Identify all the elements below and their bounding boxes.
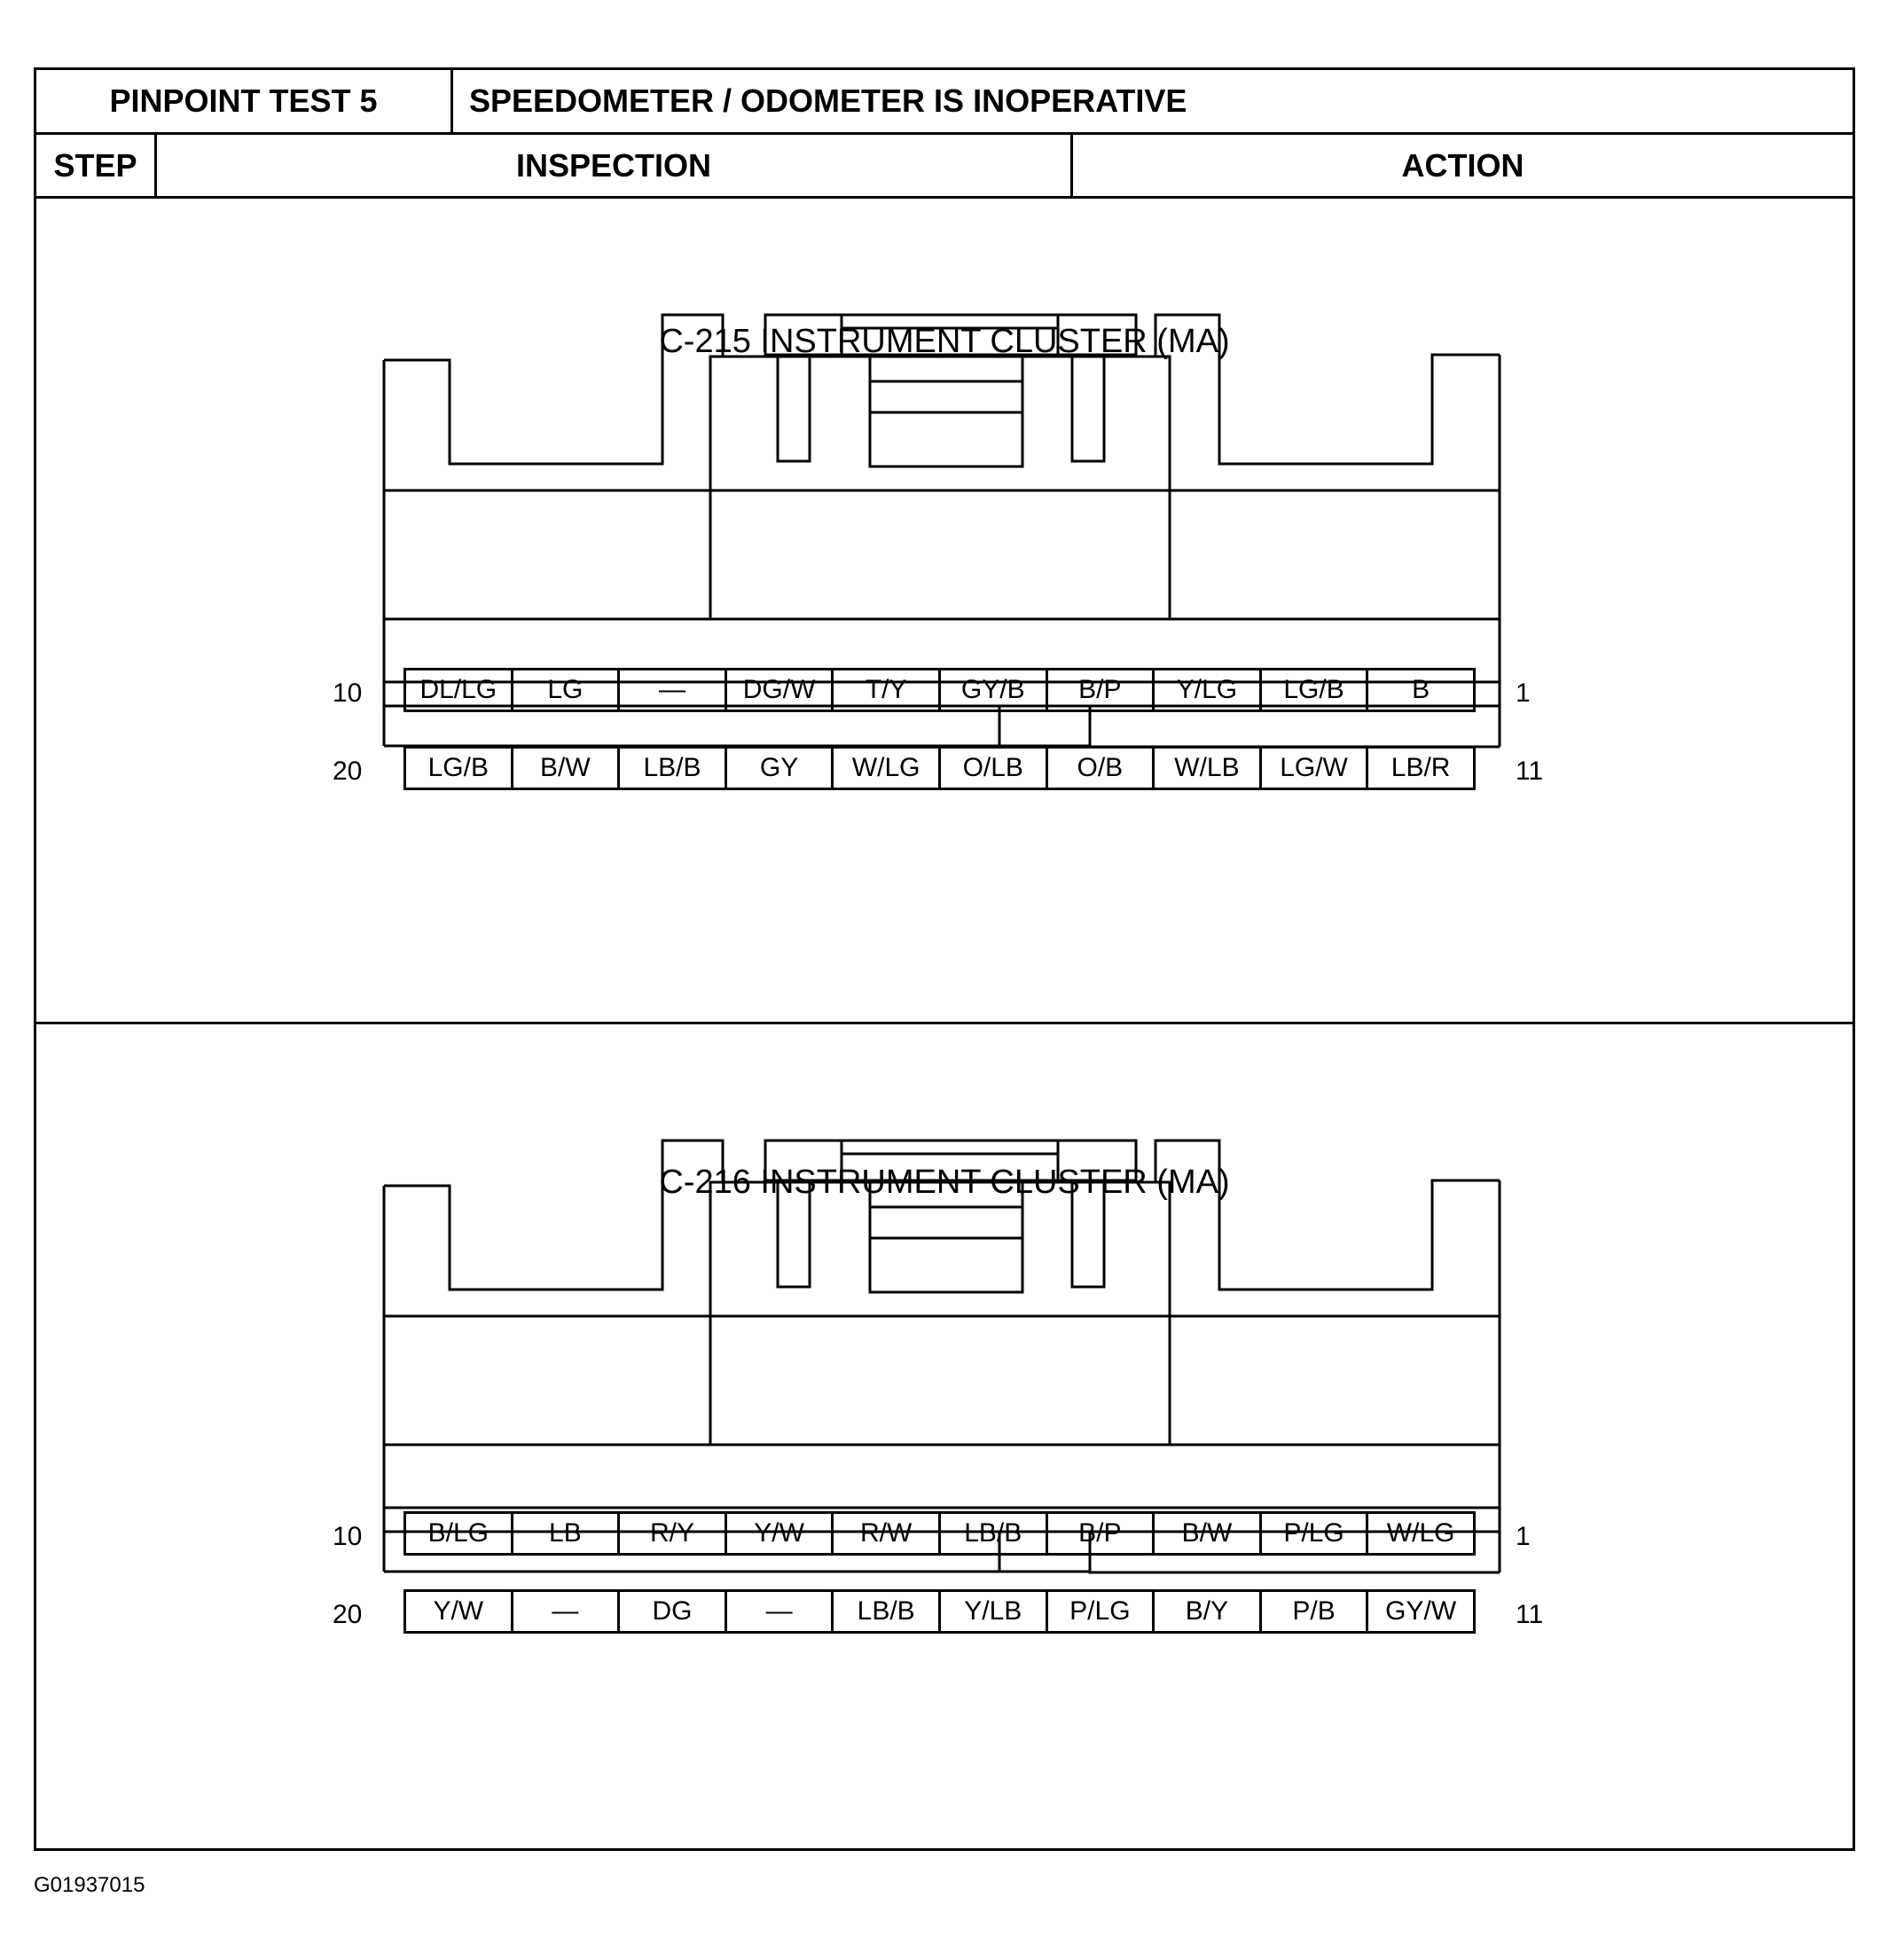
pin-cell: DL/LG <box>406 670 513 710</box>
pin-cell: R/Y <box>620 1514 727 1553</box>
housing-stroke <box>1058 353 1136 463</box>
housing-stroke <box>384 313 725 466</box>
housing-stroke <box>1058 1179 1136 1289</box>
pin-number-1: 1 <box>1516 678 1531 708</box>
housing-stroke <box>1128 355 1501 621</box>
pin-cell: Y/W <box>406 1592 513 1631</box>
pin-cell: T/Y <box>834 670 941 710</box>
pinpoint-test-table: PINPOINT TEST 5 SPEEDOMETER / ODOMETER I… <box>34 67 1855 1851</box>
pin-cell: — <box>727 1592 834 1631</box>
pin-cell: DG/W <box>727 670 834 710</box>
pin-cell: GY/W <box>1385 1596 1457 1626</box>
pin-cell: B <box>1412 675 1430 704</box>
housing-stroke <box>840 1139 1060 1184</box>
pin-cell: LB/B <box>834 1592 941 1631</box>
pin-row-upper: B/LG LB R/Y Y/W R/W LB/B B/P B/W P/LG W/… <box>403 1511 1476 1556</box>
pin-cell: W/LG <box>834 749 941 788</box>
pin-number-11: 11 <box>1516 757 1544 786</box>
pin-cell: GY/B <box>941 670 1048 710</box>
column-action: ACTION <box>1401 146 1524 184</box>
figure-id: G01937015 <box>34 1873 145 1897</box>
housing-stroke <box>1154 313 1500 466</box>
housing-stroke <box>840 313 1060 358</box>
pin-cell: B/P <box>1048 670 1156 710</box>
pin-cell: LG/B <box>406 749 513 788</box>
pin-cell: P/B <box>1262 1592 1369 1631</box>
pin-cell: Y/W <box>727 1514 834 1553</box>
pin-number-1: 1 <box>1516 1522 1531 1551</box>
pin-cell: Y/LG <box>1155 670 1262 710</box>
pin-cell: LG <box>513 670 621 710</box>
pin-cell: R/W <box>834 1514 941 1553</box>
housing-stroke <box>1128 1180 1501 1446</box>
pin-cell: LB/R <box>1391 753 1451 782</box>
pin-cell: W/LB <box>1155 749 1262 788</box>
housing-stroke <box>709 355 1171 621</box>
section-divider <box>36 1022 1853 1024</box>
pin-cell: P/LG <box>1048 1592 1156 1631</box>
housing-stroke <box>765 1179 842 1289</box>
test-label: PINPOINT TEST 5 <box>36 70 453 132</box>
pin-number-10: 10 <box>333 1522 363 1551</box>
pin-cell: B/P <box>1048 1514 1156 1553</box>
pin-cell: P/LG <box>1262 1514 1369 1553</box>
connector-housing-drawing <box>382 313 1501 749</box>
pin-number-20: 20 <box>333 1600 363 1629</box>
pin-cell: LB/B <box>941 1514 1048 1553</box>
connector-c216: C-216 INSTRUMENT CLUSTER (MA) 10 B/LG LB… <box>36 1024 1853 1848</box>
pin-number-10: 10 <box>333 678 363 708</box>
pin-cell: B/W <box>513 749 621 788</box>
pin-number-20: 20 <box>333 757 363 786</box>
pin-cell: B/LG <box>406 1514 513 1553</box>
pin-cell: O/LB <box>941 749 1048 788</box>
pin-cell: O/B <box>1048 749 1156 788</box>
housing-stroke <box>382 489 1501 684</box>
title-row: PINPOINT TEST 5 SPEEDOMETER / ODOMETER I… <box>36 70 1853 135</box>
pin-cell: B/W <box>1155 1514 1262 1553</box>
column-inspection: INSPECTION <box>157 135 1073 196</box>
test-title: SPEEDOMETER / ODOMETER IS INOPERATIVE <box>469 82 1187 119</box>
pin-cell: GY <box>727 749 834 788</box>
pin-cell: DG <box>620 1592 727 1631</box>
pin-row-lower: Y/W — DG — LB/B Y/LB P/LG B/Y P/B GY/W <box>403 1589 1476 1634</box>
column-step: STEP <box>36 135 157 196</box>
housing-stroke <box>1154 1139 1500 1291</box>
pin-cell: LB <box>513 1514 621 1553</box>
pin-cell: — <box>620 670 727 710</box>
column-header-row: STEP INSPECTION ACTION <box>36 135 1853 199</box>
pin-cell: Y/LB <box>941 1592 1048 1631</box>
housing-stroke <box>764 1139 1138 1182</box>
housing-stroke <box>384 1139 725 1291</box>
connector-housing-drawing <box>382 1139 1501 1574</box>
pin-number-11: 11 <box>1516 1600 1544 1629</box>
pin-cell: LB/B <box>620 749 727 788</box>
pin-cell: LG/B <box>1262 670 1369 710</box>
pin-cell: LG/W <box>1262 749 1369 788</box>
pin-cell: B/Y <box>1155 1592 1262 1631</box>
housing-stroke <box>382 1180 753 1446</box>
housing-stroke <box>765 353 842 463</box>
housing-stroke <box>764 313 1138 357</box>
connector-c215: C-215 INSTRUMENT CLUSTER (MA) 10 DL/LG L… <box>36 199 1853 1022</box>
pin-row-lower: LG/B B/W LB/B GY W/LG O/LB O/B W/LB LG/W… <box>403 746 1476 790</box>
housing-stroke <box>709 1180 1171 1446</box>
housing-stroke <box>382 1314 1501 1509</box>
pin-cell: — <box>513 1592 621 1631</box>
pin-row-upper: DL/LG LG — DG/W T/Y GY/B B/P Y/LG LG/B B <box>403 668 1476 712</box>
pin-cell: W/LG <box>1386 1518 1455 1548</box>
housing-stroke <box>382 355 753 621</box>
